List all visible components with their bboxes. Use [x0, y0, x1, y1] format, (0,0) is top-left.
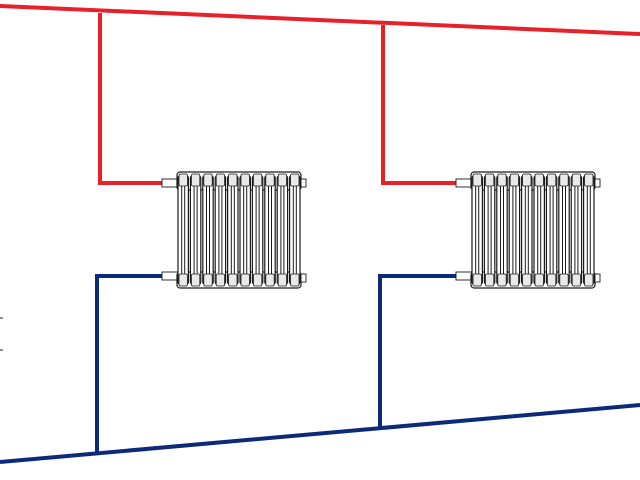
radiator-2-section: [496, 175, 508, 285]
radiator-2-section: [582, 175, 595, 285]
radiator-1-section-top: [253, 173, 263, 187]
radiator-1-section-top: [265, 173, 275, 187]
radiator-1-inlet-valve: [161, 178, 179, 188]
radiator-2-section-top: [534, 173, 544, 187]
radiator-1-section-top: [240, 173, 250, 187]
radiator-1-section-bottom: [290, 273, 300, 287]
radiator-1-end-cap-bottom: [300, 273, 307, 283]
edge-mark: [0, 317, 3, 351]
radiator-1-section-top: [277, 173, 287, 187]
radiator-2-section: [471, 175, 483, 285]
radiator-2-section-bottom: [509, 273, 520, 287]
radiator-1-section: [251, 175, 264, 285]
radiator-2-section-bottom: [584, 273, 594, 287]
radiator-2-inlet-valve: [455, 178, 473, 188]
radiator-1-section: [239, 175, 251, 285]
radiator-2-section-top: [472, 173, 482, 187]
radiator-2-section-top: [559, 173, 569, 187]
supply-main-pipe: [0, 4, 640, 36]
radiator-2-section-bottom: [559, 273, 569, 287]
radiator-1-section: [177, 175, 189, 285]
radiator-1-body: [176, 171, 307, 289]
radiator-1-section: [214, 175, 227, 285]
radiator-2-outlet-valve: [455, 271, 473, 281]
radiator-2-section: [558, 175, 570, 285]
radiator-1-section-bottom: [203, 273, 213, 287]
return-riser-1: [95, 274, 162, 455]
return-riser-2: [378, 274, 456, 429]
supply-riser-2: [381, 25, 456, 185]
radiator-2-end-cap-bottom: [594, 273, 601, 283]
radiator-2-section-bottom: [497, 273, 507, 287]
radiator-1-section-bottom: [240, 273, 250, 287]
radiator-1-section-top: [178, 173, 188, 187]
radiator-1-section: [264, 175, 276, 285]
radiator-1-section-bottom: [265, 273, 275, 287]
radiator-1-section-bottom: [253, 273, 263, 287]
radiator-2-section-top: [497, 173, 507, 187]
radiator-1-section-top: [228, 173, 238, 187]
radiator-2-section-bottom: [547, 273, 557, 287]
radiator-2-section-bottom: [472, 273, 482, 287]
radiator-2-section: [545, 175, 558, 285]
supply-pipe-system: [0, 4, 640, 185]
radiator-2-section: [483, 175, 496, 285]
supply-riser-1: [98, 13, 162, 185]
radiator-1-section-bottom: [277, 273, 287, 287]
radiator-2: [455, 171, 601, 289]
radiator-1-outlet-valve: [161, 271, 179, 281]
radiator-2-section-top: [522, 173, 532, 187]
radiator-2-section-top: [571, 173, 581, 187]
radiator-2-section-top: [584, 173, 594, 187]
radiator-2-section-bottom: [522, 273, 532, 287]
radiator-1-section-top: [203, 173, 213, 187]
radiator-2-section-bottom: [534, 273, 544, 287]
radiator-1-section: [226, 175, 239, 285]
return-pipe-system: [0, 274, 640, 464]
radiator-1-section-bottom: [190, 273, 201, 287]
radiator-2-section-top: [547, 173, 557, 187]
radiator-2-section-bottom: [571, 273, 581, 287]
radiator-1-end-cap-top: [300, 178, 307, 188]
radiator-1-section: [202, 175, 214, 285]
radiator-1: [161, 171, 307, 289]
radiator-1-section-top: [190, 173, 201, 187]
radiator-2-section-bottom: [484, 273, 495, 287]
radiator-2-section: [508, 175, 521, 285]
radiator-1-section-bottom: [178, 273, 188, 287]
radiator-2-body: [470, 171, 601, 289]
radiator-2-section: [570, 175, 583, 285]
radiator-2-section: [533, 175, 545, 285]
radiator-1-section-bottom: [228, 273, 238, 287]
radiator-2-section-top: [509, 173, 520, 187]
return-main-pipe: [0, 403, 640, 464]
radiator-2-end-cap-top: [594, 178, 601, 188]
radiator-1-section-bottom: [215, 273, 226, 287]
radiator-2-section: [520, 175, 533, 285]
radiator-1-section-top: [215, 173, 226, 187]
radiator-1-section: [189, 175, 202, 285]
radiator-1-section: [276, 175, 289, 285]
radiator-2-section-top: [484, 173, 495, 187]
radiator-1-section: [288, 175, 301, 285]
radiator-1-section-top: [290, 173, 300, 187]
